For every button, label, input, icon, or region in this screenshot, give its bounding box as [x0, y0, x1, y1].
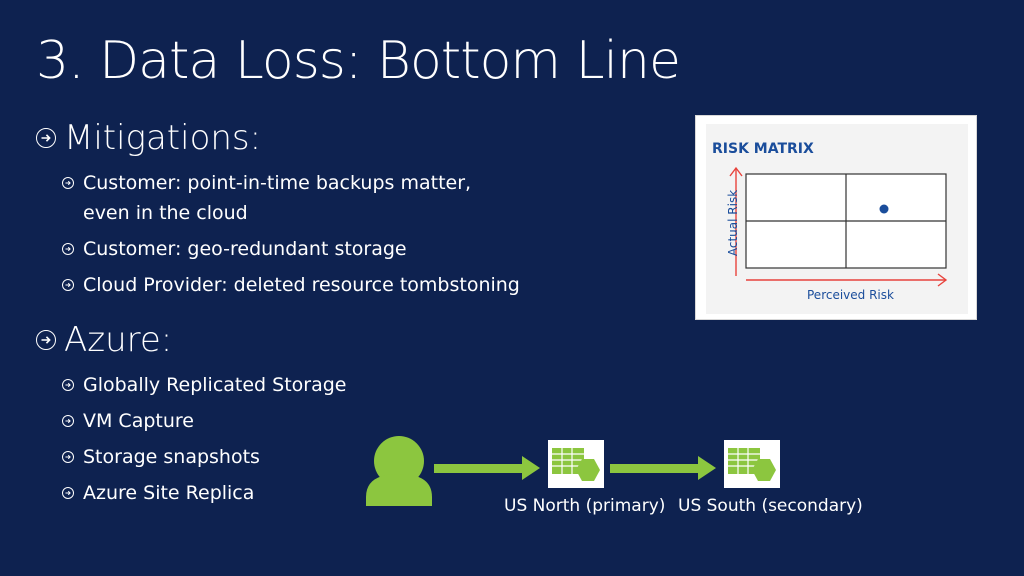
storage-icon [724, 440, 780, 488]
right-arrow-icon [434, 456, 540, 480]
y-axis-arrowhead [729, 166, 743, 177]
storage-icon [548, 440, 604, 488]
risk-dot [879, 204, 889, 214]
list-item: Cloud Provider: deleted resource tombsto… [62, 274, 520, 296]
y-axis-label: Actual Risk [726, 189, 741, 257]
arrow-circle-icon [62, 415, 74, 427]
list-item-continuation: even in the cloud [83, 202, 248, 224]
page-title: 3. Data Loss: Bottom Line [36, 31, 681, 91]
list-item: Storage snapshots [62, 446, 260, 468]
section-heading-mitigations: Mitigations: [36, 118, 261, 158]
list-item: Customer: point-in-time backups matter, [62, 172, 471, 194]
user-icon [366, 436, 432, 506]
arrow-circle-icon [62, 177, 74, 189]
node-label-primary: US North (primary) [504, 496, 666, 516]
list-item-text: VM Capture [83, 410, 194, 432]
arrow-circle-icon [62, 379, 74, 391]
arrow-circle-icon [62, 243, 74, 255]
node-label-secondary: US South (secondary) [678, 496, 863, 516]
section-heading-label: Mitigations: [64, 118, 262, 158]
list-item-text: Customer: geo-redundant storage [83, 238, 407, 260]
right-arrow-icon [610, 456, 716, 480]
list-item: Customer: geo-redundant storage [62, 238, 407, 260]
risk-matrix-title: RISK MATRIX [712, 141, 814, 157]
list-item-text: Globally Replicated Storage [83, 374, 347, 396]
list-item-text: Cloud Provider: deleted resource tombsto… [83, 274, 520, 296]
arrow-circle-icon [62, 451, 74, 463]
risk-matrix-image: RISK MATRIX Actual Risk Perceived Risk [695, 115, 977, 320]
risk-matrix-graphic [729, 166, 948, 287]
x-axis-label: Perceived Risk [807, 288, 894, 302]
arrow-circle-icon [62, 279, 74, 291]
arrow-circle-icon [36, 128, 56, 148]
section-heading-label: Azure: [64, 320, 173, 360]
list-item: VM Capture [62, 410, 194, 432]
section-heading-azure: Azure: [36, 320, 172, 360]
x-axis-arrowhead [937, 273, 948, 287]
list-item: Azure Site Replica [62, 482, 254, 504]
list-item: Globally Replicated Storage [62, 374, 347, 396]
arrow-circle-icon [62, 487, 74, 499]
list-item-text: Customer: point-in-time backups matter, [83, 172, 472, 194]
arrow-circle-icon [36, 330, 56, 350]
list-item-text: Storage snapshots [83, 446, 260, 468]
list-item-text: Azure Site Replica [83, 482, 255, 504]
